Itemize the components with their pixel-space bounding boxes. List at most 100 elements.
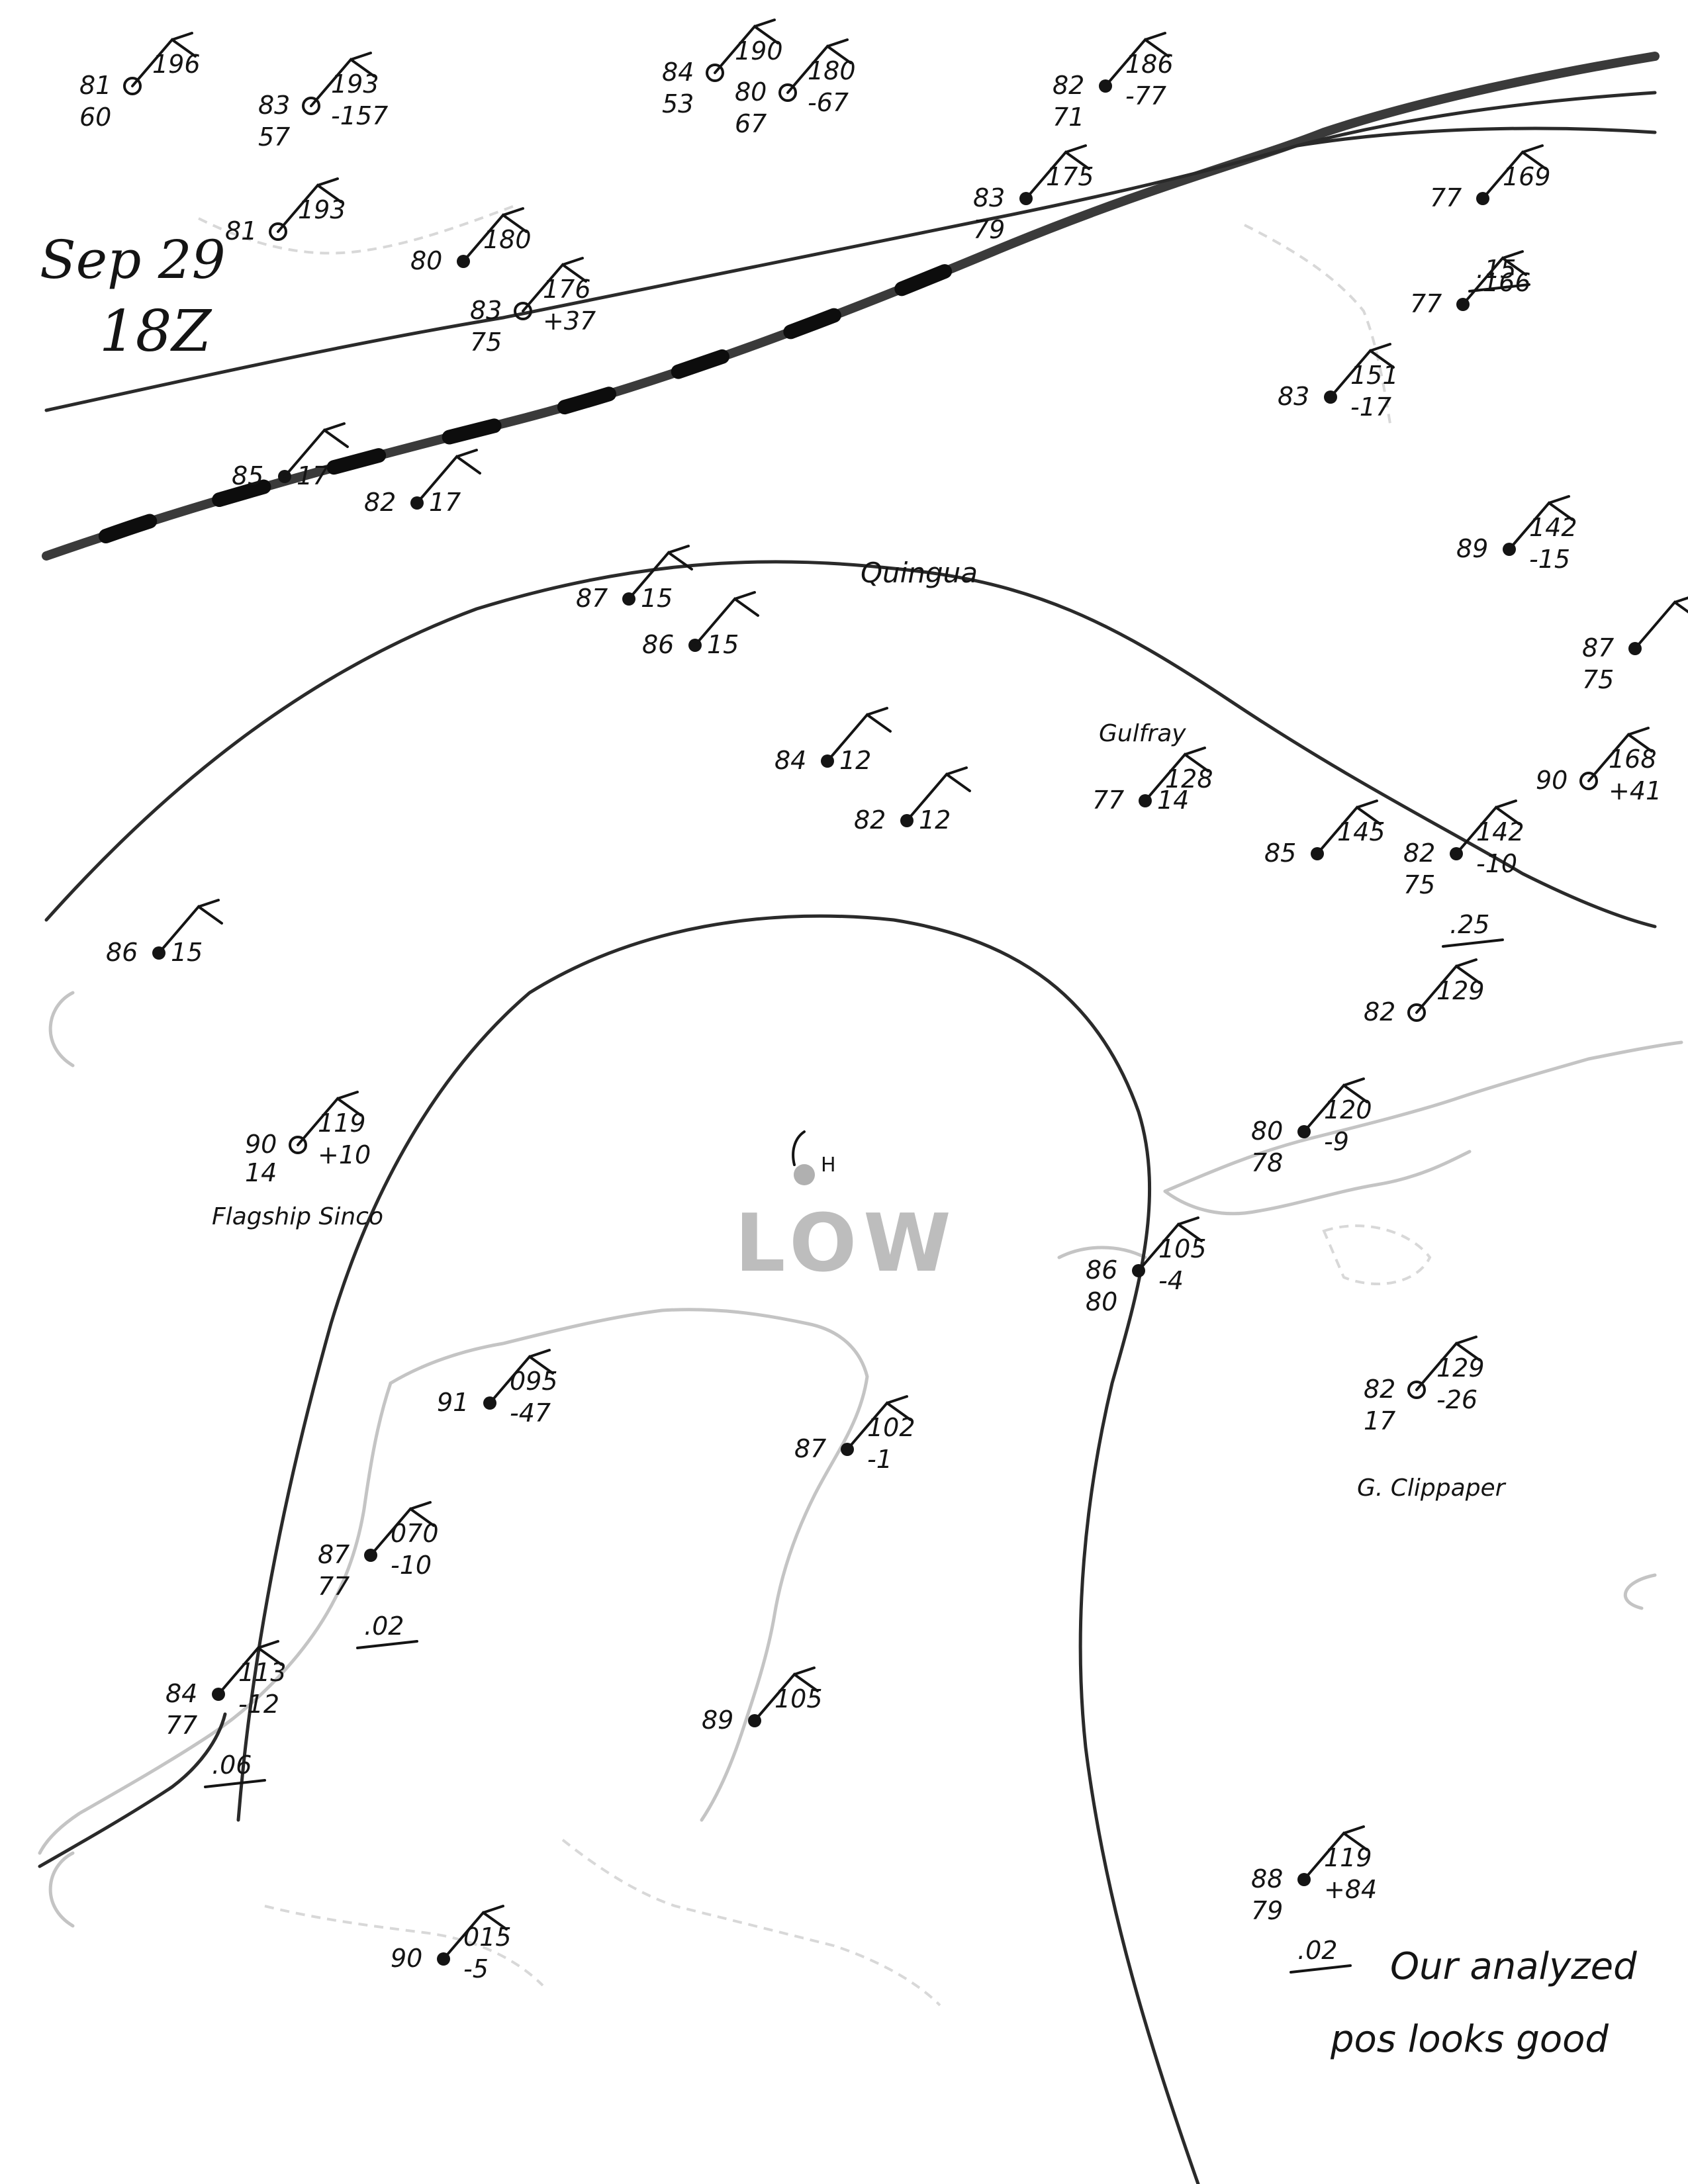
station-temperature: 86 [1086,1255,1117,1285]
wind-barb [1144,747,1209,802]
station-circle [269,222,287,241]
station-dewpoint: 60 [79,103,111,132]
station-temperature: 83 [1278,382,1309,411]
station-pressure-tendency: -15 [1529,545,1570,574]
station-dewpoint: 75 [1582,665,1614,694]
station-pressure: 186 [1125,50,1174,79]
station-pressure-tendency: +37 [543,306,596,336]
precip-underline [356,1640,418,1649]
wind-barb [786,38,852,94]
precip-underline [1468,283,1530,293]
wind-barb [310,52,375,107]
station-pressure: 145 [1337,817,1385,846]
station-pressure: 176 [543,275,591,304]
station-temperature: 80 [1251,1116,1283,1146]
storm-center-dot [794,1164,815,1185]
ship-name-gulfray: Gulfray [1099,720,1186,747]
station-plot: 84 12 [774,707,892,775]
wind-barb [297,1091,362,1146]
station-pressure-tendency: -47 [510,1398,551,1428]
station-precip: .15 [1476,255,1516,284]
precip-underline [204,1779,266,1788]
wind-barb [1104,32,1170,87]
wind-barb [1025,144,1090,200]
wind-barb [522,257,587,312]
station-pressure-tendency: -1 [867,1445,892,1474]
wind-barb [1634,596,1688,650]
wind-barb [489,1349,554,1404]
station-circle [1579,772,1598,790]
precip-underline [1289,1964,1352,1974]
station-temperature: 85 [232,461,263,490]
wind-barb [416,449,481,504]
station-precip: .02 [1297,1936,1337,1965]
station-plot: 83 151-17 [1278,343,1399,422]
station-pressure-tendency: -12 [238,1690,279,1719]
station-temperature: 89 [1456,534,1488,563]
station-pressure: 151 [1350,361,1399,390]
station-temperature: 80 [735,77,767,107]
station-wind-speed: 15 [641,584,673,613]
station-pressure: 180 [808,56,856,85]
station-temperature: 82 [1403,839,1435,868]
station-wind-speed: 17 [429,488,461,517]
station-pressure: 193 [331,69,379,99]
station-plot: 86 15 [642,591,759,659]
station-temperature: 88 [1251,1864,1283,1893]
wind-barb [1303,1077,1368,1133]
precip-underline [1442,938,1504,948]
station-circle [289,1136,307,1154]
station-pressure-tendency: -17 [1350,392,1391,422]
station-temperature: 83 [258,91,290,120]
station-dewpoint: 17 [1364,1406,1395,1435]
station-temperature: 82 [364,488,396,517]
station-dewpoint: 80 [1086,1287,1117,1316]
station-temperature: 84 [774,746,806,775]
station-pressure: 196 [152,50,201,79]
low-label: LOW [735,1198,958,1290]
station-pressure: 095 [510,1367,558,1396]
station-pressure: 119 [318,1109,366,1138]
isobar-central [44,560,1657,929]
wind-barb [1329,343,1395,398]
station-pressure-tendency: -10 [1476,849,1517,878]
isobar-southwest [38,1712,227,1868]
station-dewpoint: 53 [662,89,694,118]
ship-name-clippaper: G. Clippaper [1357,1475,1507,1502]
station-temperature: 82 [1364,997,1395,1026]
station-wind-speed: 15 [707,630,739,659]
station-temperature: 77 [1410,289,1442,318]
station-temperature: 82 [1364,1375,1395,1404]
low-pressure-center: LOW H [735,1130,958,1290]
station-pressure: 119 [1324,1843,1372,1872]
station-temperature: 83 [470,296,502,325]
station-pressure: 180 [483,225,532,254]
wind-barb [158,899,223,954]
station-wind-speed: 12 [839,746,871,775]
station-temperature: 86 [642,630,674,659]
station-pressure-tendency: -67 [808,88,849,117]
high-marker: H [821,1154,836,1177]
station-temperature: 91 [437,1388,469,1417]
wind-barb [217,1640,283,1696]
time-label: 18Z [99,298,212,365]
wind-barb [628,545,693,600]
station-pressure-tendency: -5 [463,1954,489,1983]
station-pressure: 168 [1609,745,1657,774]
station-pressure: 070 [391,1519,439,1548]
station-pressure-tendency: -9 [1324,1127,1349,1156]
station-wind-speed: 12 [919,805,951,835]
station-temperature: 77 [1430,183,1462,212]
station-dewpoint: 67 [735,109,767,138]
station-dewpoint: 78 [1251,1148,1283,1177]
wind-barb [442,1905,508,1960]
